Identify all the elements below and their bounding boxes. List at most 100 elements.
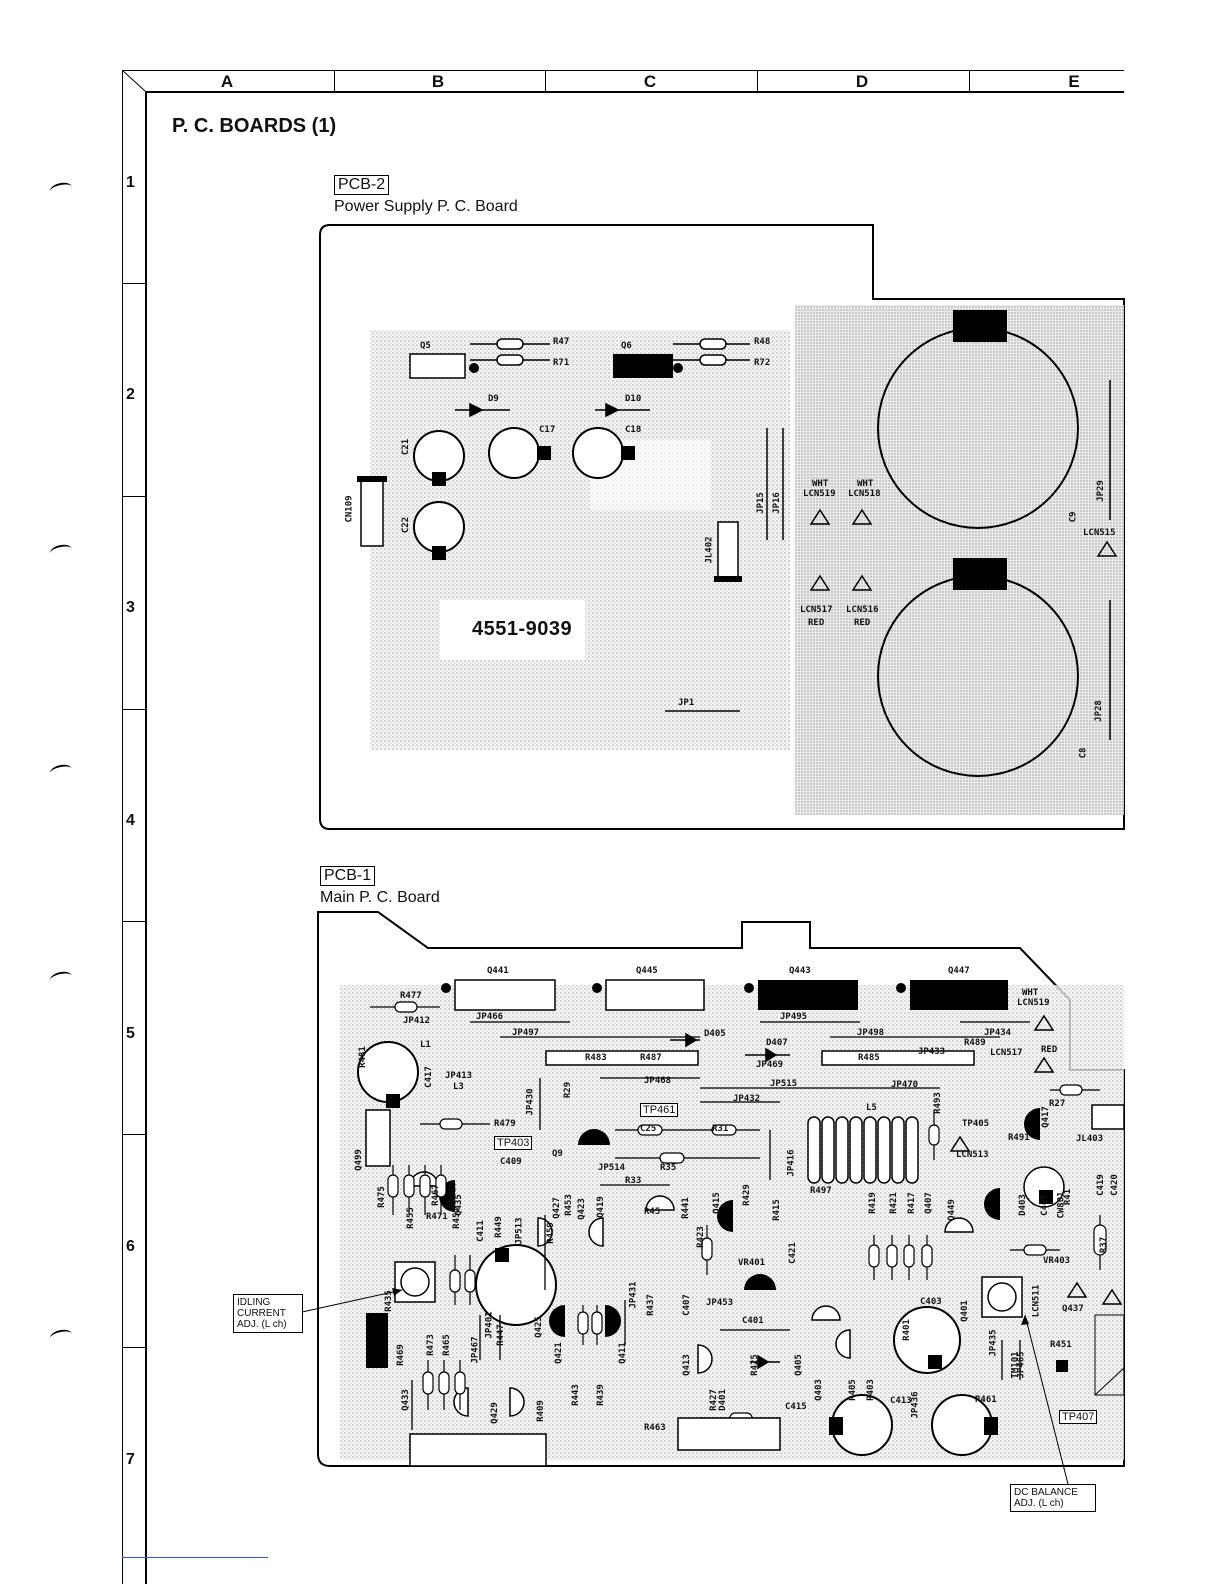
component-label: JP466 [476, 1012, 504, 1022]
component-label: R27 [1049, 1099, 1066, 1109]
component-label: R435 [383, 1290, 394, 1312]
component-label: R439 [595, 1384, 606, 1406]
component-label: R48 [754, 337, 771, 347]
component-label: R37 [1099, 1236, 1110, 1254]
component-label: JP514 [598, 1163, 626, 1173]
component-label: D401 [717, 1389, 728, 1411]
component-label: R463 [644, 1423, 666, 1433]
component-label: D407 [766, 1038, 788, 1048]
component-label: C409 [500, 1157, 522, 1167]
component-label: VR403 [1043, 1256, 1071, 1266]
component-label: WHT [1022, 988, 1039, 998]
component-label: R405 [847, 1379, 858, 1401]
component-label: R429 [741, 1184, 752, 1206]
component-label: R425 [749, 1354, 760, 1376]
component-label: LCN517 [800, 605, 833, 615]
component-label: C417 [423, 1066, 434, 1088]
component-label: D10 [625, 394, 642, 404]
callout-line: ADJ. (L ch) [1014, 1498, 1064, 1509]
component-label: JP468 [644, 1076, 672, 1086]
component-label: L3 [453, 1082, 464, 1092]
component-label: JP436 [910, 1391, 921, 1419]
component-label: JL402 [704, 536, 715, 564]
callout-line: DC BALANCE [1014, 1487, 1078, 1498]
col-label-d: D [855, 72, 869, 91]
callout-line: IDLING [237, 1297, 271, 1308]
component-label: VR401 [738, 1258, 766, 1268]
component-label: CW801 [1056, 1191, 1067, 1219]
component-label: Q415 [711, 1192, 722, 1214]
pcb1-tag: PCB-1 [320, 866, 376, 886]
component-label: Q419 [595, 1196, 606, 1218]
test-point-tp461: TP461 [640, 1103, 679, 1117]
component-label: JP513 [514, 1217, 525, 1245]
component-label: R489 [964, 1038, 986, 1048]
frame-inner-top-border [145, 91, 1124, 93]
frame-inner-left-border [145, 91, 147, 1584]
col-label-e: E [1068, 72, 1080, 91]
row-divider [122, 283, 145, 284]
component-label: R453 [563, 1194, 574, 1216]
idling-current-callout: IDLING CURRENT ADJ. (L ch) [233, 1294, 303, 1333]
component-label: JP28 [1093, 700, 1104, 722]
component-label: C401 [742, 1316, 764, 1326]
component-label: JP467 [470, 1336, 481, 1364]
pcb2-caption: Power Supply P. C. Board [334, 198, 518, 215]
component-label: C415 [785, 1402, 807, 1412]
component-label: R31 [712, 1124, 729, 1134]
component-label: JP498 [857, 1028, 885, 1038]
component-label: JP1 [678, 698, 695, 708]
component-label: LCN513 [956, 1150, 989, 1160]
component-label: R29 [563, 1081, 574, 1099]
component-label: JP433 [918, 1047, 946, 1057]
component-label: R417 [906, 1192, 917, 1214]
component-label: R459 [545, 1222, 556, 1244]
pcb2-cap-c8-terminal [953, 558, 1007, 590]
component-label: R483 [585, 1053, 607, 1063]
component-label: JP432 [733, 1094, 761, 1104]
component-label: R449 [493, 1216, 504, 1238]
component-label: Q421 [553, 1342, 564, 1364]
component-label: R471 [426, 1212, 448, 1222]
component-label: R457 [451, 1207, 462, 1229]
component-label: C21 [401, 438, 412, 456]
component-label: Q425 [533, 1316, 544, 1338]
component-label: R447 [495, 1324, 506, 1346]
row-label-7: 7 [126, 1451, 135, 1468]
component-label: JP29 [1095, 480, 1106, 502]
frame-corner [122, 70, 146, 92]
component-label: WHT [812, 479, 829, 489]
component-label: Q9 [552, 1149, 563, 1159]
component-label: Q429 [489, 1402, 500, 1424]
component-label: R469 [395, 1344, 406, 1366]
component-label: RED [854, 618, 871, 628]
component-label: Q447 [948, 966, 970, 976]
component-label: R409 [535, 1400, 546, 1422]
component-label: R477 [400, 991, 422, 1001]
component-label: R423 [695, 1226, 706, 1248]
callout-line: ADJ. (L ch) [237, 1319, 287, 1330]
component-label: Q449 [946, 1199, 957, 1221]
component-label: C25 [640, 1124, 657, 1134]
component-label: Q427 [551, 1197, 562, 1219]
component-label: R35 [660, 1163, 677, 1173]
component-label: Q6 [621, 341, 632, 351]
row-divider [122, 921, 145, 922]
component-label: JP453 [706, 1298, 734, 1308]
component-label: Q403 [813, 1379, 824, 1401]
component-label: L5 [866, 1103, 877, 1113]
component-label: R473 [425, 1334, 436, 1356]
component-label: Q413 [681, 1354, 692, 1376]
component-label: Q401 [959, 1300, 970, 1322]
col-divider [334, 70, 335, 91]
test-point-tp407: TP407 [1059, 1410, 1098, 1424]
component-label: C413 [890, 1396, 912, 1406]
pcb2-cap-c9-terminal [953, 310, 1007, 342]
component-label: TP405 [962, 1119, 990, 1129]
row-divider [122, 709, 145, 710]
component-label: R415 [771, 1199, 782, 1221]
component-label: JP469 [756, 1060, 784, 1070]
component-label: JP470 [891, 1080, 919, 1090]
component-label: Q499 [353, 1149, 364, 1171]
